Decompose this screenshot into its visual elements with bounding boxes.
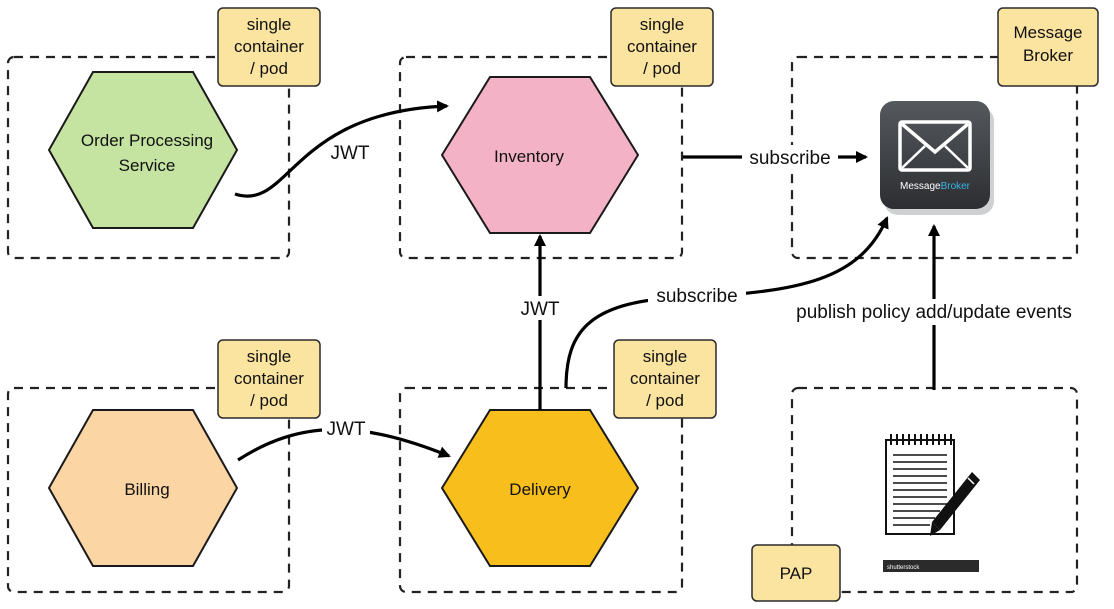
note-billing-pod-line3: / pod xyxy=(250,391,288,410)
edge-label-billing-jwt-bg xyxy=(322,419,370,437)
delivery-node[interactable]: Delivery xyxy=(440,409,640,567)
note-order-pod-line1: single xyxy=(247,15,291,34)
note-delivery-pod-line2: container xyxy=(630,369,700,388)
notepad-footer-bar xyxy=(883,560,979,572)
message-broker-icon: MessageBroker xyxy=(880,101,994,215)
envelope-icon xyxy=(898,120,972,172)
edge-label-billing-jwt: JWT xyxy=(326,419,365,440)
edge-label-pap-publish: publish policy add/update events xyxy=(796,302,1072,323)
edge-label-order-jwt: JWT xyxy=(330,143,369,164)
notepad-lines xyxy=(893,454,947,526)
billing-container-boundary xyxy=(6,386,291,594)
note-pap-box xyxy=(751,544,841,602)
envelope-icon-body xyxy=(898,120,972,172)
notepad-spiral xyxy=(890,434,952,445)
inventory-hexagon xyxy=(440,76,640,234)
note-message-broker: Message Broker xyxy=(997,7,1099,87)
note-message-broker-box xyxy=(997,7,1099,87)
note-message-broker-line1: Message xyxy=(1014,23,1083,42)
note-delivery-pod-line1: single xyxy=(643,347,687,366)
note-delivery-pod: single container / pod xyxy=(613,339,717,419)
broker-icon-caption-accent: Broker xyxy=(941,181,971,192)
note-billing-pod: single container / pod xyxy=(217,339,321,419)
inventory-label: Inventory xyxy=(494,147,564,166)
edge-label-inventory-subscribe-bg xyxy=(742,145,838,169)
note-inventory-pod: single container / pod xyxy=(610,7,714,87)
edge-label-delivery-subscribe: subscribe xyxy=(656,286,737,307)
note-order-pod: single container / pod xyxy=(217,7,321,87)
edge-label-delivery-jwt: JWT xyxy=(520,299,559,320)
note-delivery-pod-box xyxy=(613,339,717,419)
order-processing-label-line1: Order Processing xyxy=(81,131,213,150)
order-processing-hexagon xyxy=(47,71,239,229)
edge-label-inventory-subscribe: subscribe xyxy=(749,148,830,169)
broker-icon-caption-main: Message xyxy=(900,181,941,192)
note-pap: PAP xyxy=(751,544,841,602)
broker-icon-tile xyxy=(880,101,990,209)
note-delivery-pod-line3: / pod xyxy=(646,391,684,410)
edge-label-pap-publish-bg xyxy=(766,299,1102,325)
note-inventory-pod-line3: / pod xyxy=(643,59,681,78)
note-order-pod-line2: container xyxy=(234,37,304,56)
edge-label-delivery-jwt-bg xyxy=(516,296,564,320)
notepad-pen-icon: shutterstock xyxy=(881,425,981,575)
delivery-hexagon xyxy=(440,409,640,567)
pen-icon xyxy=(930,472,980,536)
edge-label-delivery-subscribe-bg xyxy=(648,284,746,308)
envelope-icon-fold xyxy=(901,145,969,169)
note-billing-pod-box xyxy=(217,339,321,419)
note-pap-label: PAP xyxy=(780,564,813,583)
broker-icon-caption: MessageBroker xyxy=(900,181,971,192)
order-processing-label-line2: Service xyxy=(119,156,176,175)
edge-order-to-inventory xyxy=(234,100,449,198)
note-message-broker-line2: Broker xyxy=(1023,46,1073,65)
order-processing-service-node[interactable]: Order Processing Service xyxy=(47,71,239,229)
note-billing-pod-line1: single xyxy=(247,347,291,366)
delivery-label: Delivery xyxy=(509,480,571,499)
billing-node[interactable]: Billing xyxy=(47,409,239,567)
note-order-pod-line3: / pod xyxy=(250,59,288,78)
billing-hexagon xyxy=(47,409,239,567)
billing-label: Billing xyxy=(124,480,169,499)
note-billing-pod-line2: container xyxy=(234,369,304,388)
notepad-footer-caption: shutterstock xyxy=(887,565,920,571)
order-container-boundary xyxy=(6,55,291,260)
note-inventory-pod-box xyxy=(610,7,714,87)
note-inventory-pod-line1: single xyxy=(640,15,684,34)
note-inventory-pod-line2: container xyxy=(627,37,697,56)
envelope-icon-flap xyxy=(900,122,970,155)
note-order-pod-box xyxy=(217,7,321,87)
inventory-node[interactable]: Inventory xyxy=(440,76,640,234)
